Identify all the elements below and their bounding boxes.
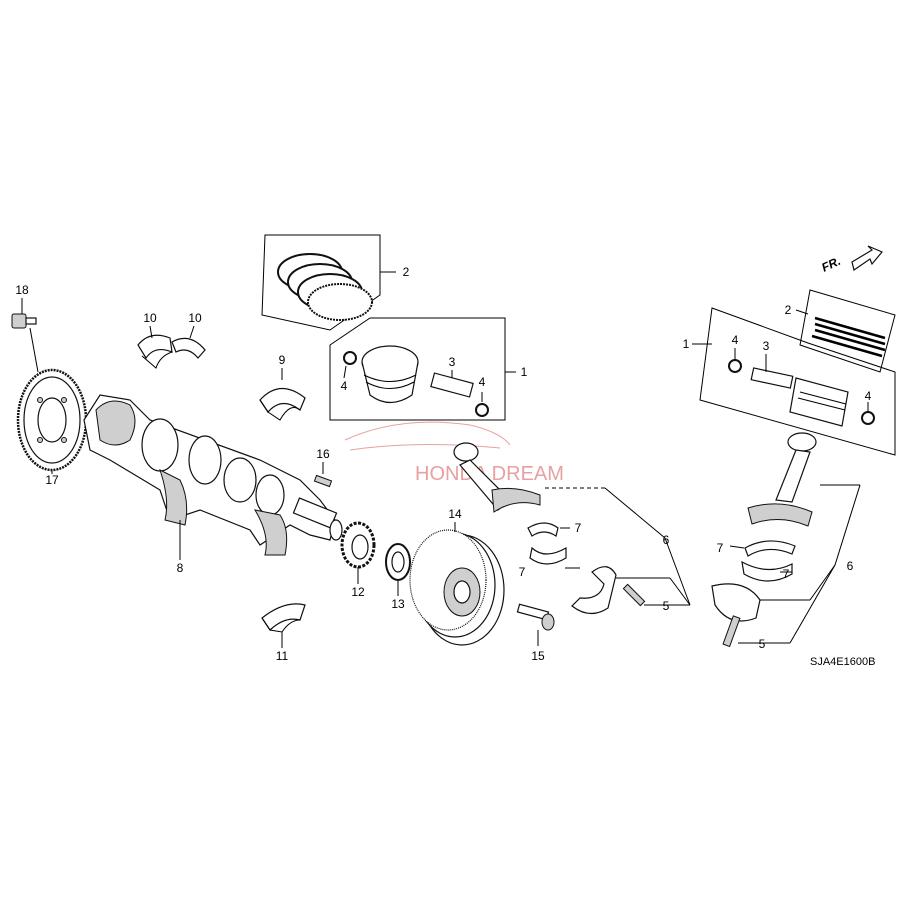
part-2-piston-ring-set-right <box>795 289 896 373</box>
callout-16: 16 <box>316 447 330 461</box>
callout-8: 8 <box>177 561 184 575</box>
part-1-piston-assembly-right <box>692 307 896 456</box>
callout-13: 13 <box>391 597 405 611</box>
callout-14: 14 <box>448 507 462 521</box>
part-1-piston-assembly-left <box>329 317 516 421</box>
callout-2-left: 2 <box>403 265 410 279</box>
part-12-crank-sprocket <box>340 521 376 584</box>
callout-7-b: 7 <box>519 565 526 579</box>
part-17-drive-plate <box>16 368 88 474</box>
bolt-head-icon <box>541 613 555 631</box>
callout-2-right: 2 <box>785 303 792 317</box>
part-6-connecting-rod-right <box>711 432 861 648</box>
part-15-pulley-bolt <box>516 603 555 646</box>
callout-4-left-a: 4 <box>341 379 348 393</box>
callout-15: 15 <box>531 649 545 663</box>
callout-5-right: 5 <box>759 637 766 651</box>
callout-7-d: 7 <box>783 567 790 581</box>
callout-4-left-b: 4 <box>479 375 486 389</box>
callout-7-c: 7 <box>717 541 724 555</box>
callout-12: 12 <box>351 585 365 599</box>
callout-10-b: 10 <box>188 311 202 325</box>
callout-18: 18 <box>15 283 29 297</box>
callout-17: 17 <box>45 473 59 487</box>
callout-7-a: 7 <box>575 521 582 535</box>
callout-4-right-a: 4 <box>732 333 739 347</box>
watermark: HONDA DREAM <box>344 421 564 485</box>
part-8-crankshaft <box>83 394 343 560</box>
callout-1-left: 1 <box>521 365 528 379</box>
part-9-main-bearing-upper <box>259 368 306 421</box>
callout-10-a: 10 <box>143 311 157 325</box>
callout-9: 9 <box>279 353 286 367</box>
direction-label: FR. <box>819 254 842 275</box>
callout-4-right-b: 4 <box>865 389 872 403</box>
part-18-flywheel-bolt <box>11 298 39 373</box>
callout-6-left: 6 <box>663 533 670 547</box>
part-2-piston-ring-set <box>261 234 396 331</box>
callout-11: 11 <box>276 649 289 663</box>
front-direction-indicator: FR. <box>819 245 883 275</box>
callout-5-left: 5 <box>663 599 670 613</box>
part-11-main-bearing-lower <box>261 603 306 648</box>
drawing-code: SJA4E1600B <box>810 656 875 668</box>
part-14-crank-pulley <box>409 522 505 646</box>
bolt-head-icon <box>11 313 27 329</box>
part-16-woodruff-key <box>313 462 333 488</box>
part-6-connecting-rod-left <box>453 442 691 615</box>
callout-3-left: 3 <box>449 355 456 369</box>
callout-3-right: 3 <box>763 339 770 353</box>
part-13-washer <box>385 543 411 596</box>
front-arrow-icon <box>851 245 883 271</box>
watermark-text: HONDA DREAM <box>415 463 564 485</box>
callout-1-right: 1 <box>683 337 690 351</box>
part-10-thrust-washers <box>137 325 206 369</box>
callout-6-right: 6 <box>847 559 854 573</box>
